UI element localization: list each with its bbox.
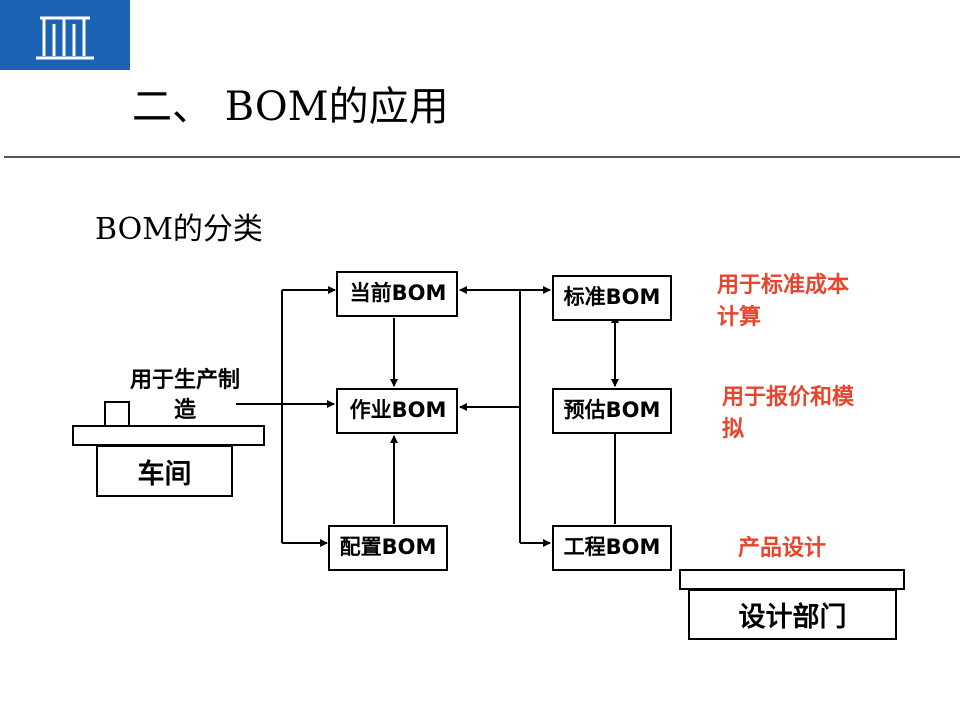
design-dept-box [688,589,897,640]
work-bom-label: 作业BOM [349,398,447,422]
standard-bom-label: 标准BOM [563,285,661,309]
workshop-platform [72,425,265,446]
work-bom-box [336,388,458,434]
workshop-caption: 用于生产制造 [129,368,240,423]
workshop-label: 车间 [137,459,192,490]
logo-emblem-icon [36,16,94,60]
design-caption: 产品设计 [738,536,827,561]
config-bom-box [328,525,448,571]
engineering-bom-label: 工程BOM [563,535,661,559]
estimate-bom-label: 预估BOM [563,398,661,422]
logo [0,0,130,70]
workshop-machine-small [104,401,130,427]
section-subtitle: BOM的分类 [95,212,263,247]
design-platform [679,569,905,590]
page-title: 二、 BOM的应用 [132,84,449,130]
quote-note: 用于报价和模拟 [722,385,855,442]
design-dept-label: 设计部门 [738,602,847,633]
workshop-box [96,445,233,497]
estimate-bom-box [552,388,672,434]
config-bom-label: 配置BOM [339,535,437,559]
current-bom-label: 当前BOM [349,281,447,305]
standard-cost-note: 用于标准成本计算 [717,273,850,330]
standard-bom-box [552,275,672,321]
engineering-bom-box [552,525,672,571]
current-bom-box [336,271,458,317]
title-divider [4,156,960,158]
